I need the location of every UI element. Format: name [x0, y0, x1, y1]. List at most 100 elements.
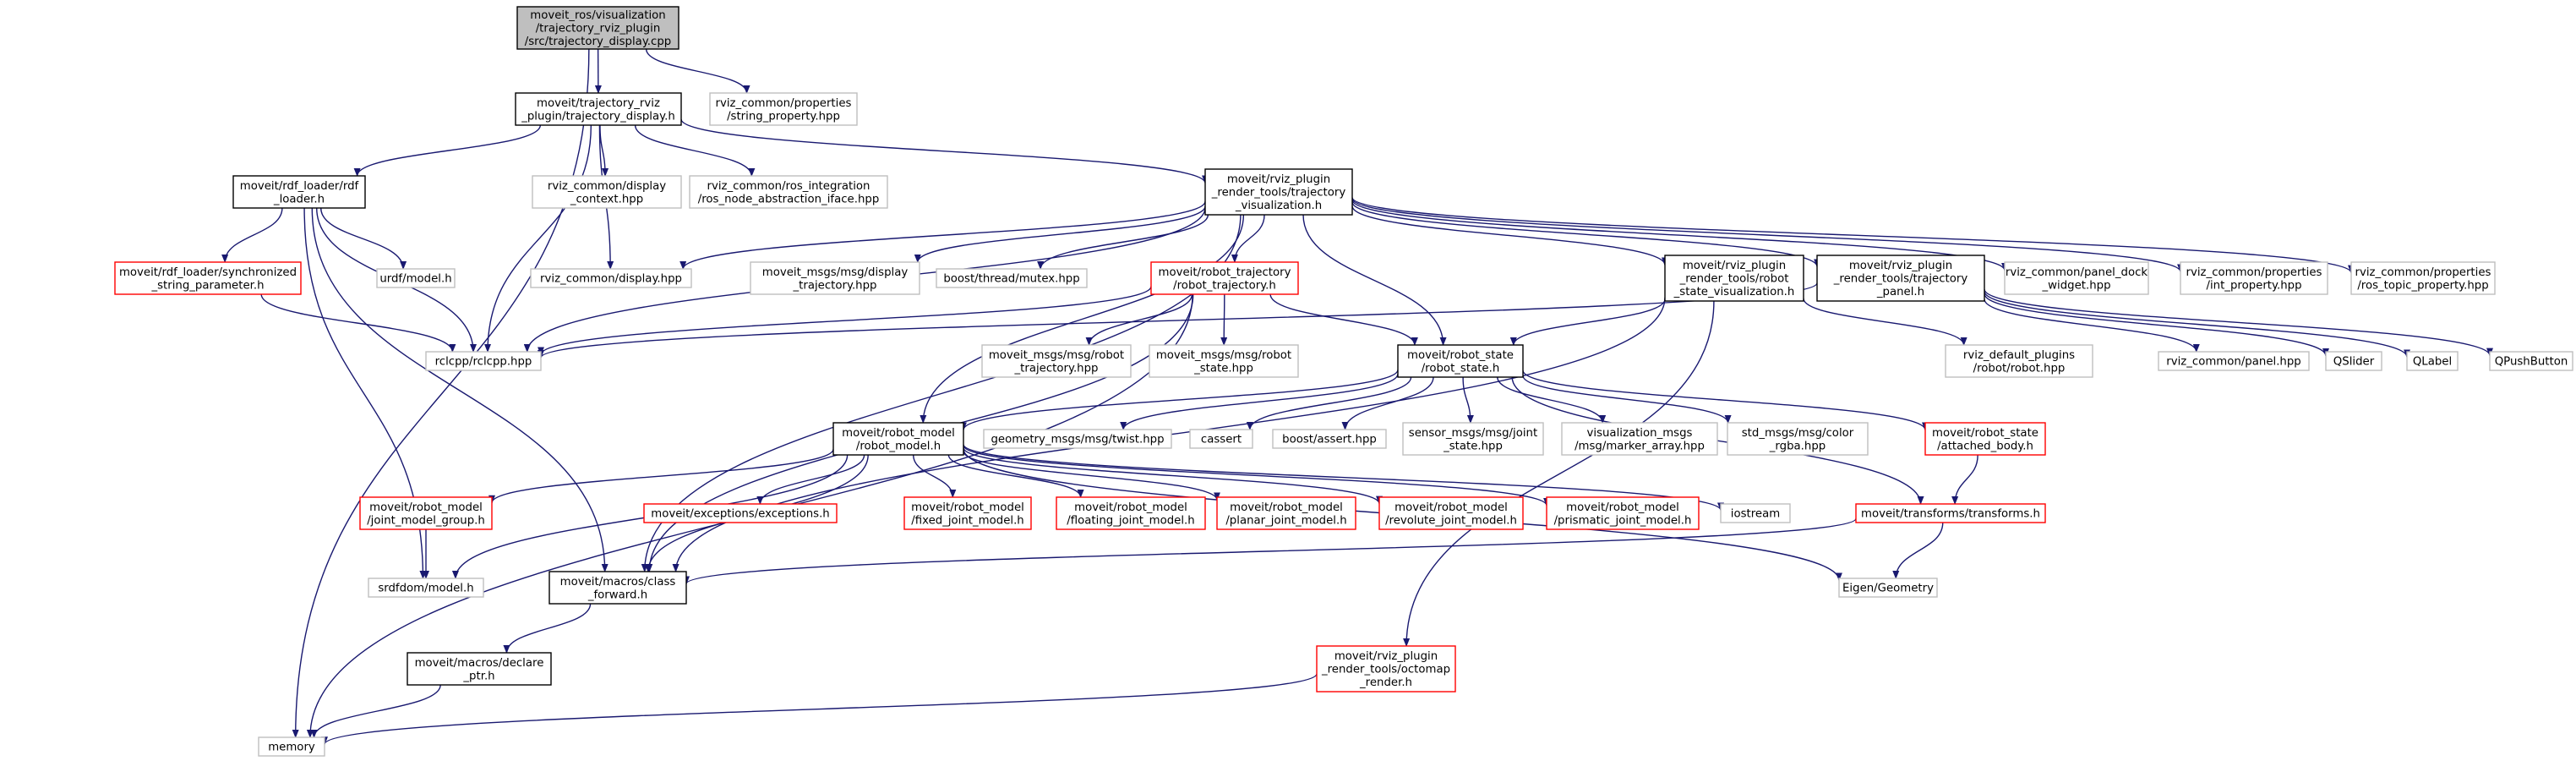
node-floating_joint[interactable]: moveit/robot_model/floating_joint_model.…	[1056, 496, 1206, 530]
edge-robot_trajectory-to-robot_state	[1269, 293, 1418, 346]
node-trajectory_panel[interactable]: moveit/rviz_plugin_render_tools/trajecto…	[1816, 255, 1985, 302]
node-label-line: moveit/robot_model	[1230, 501, 1343, 514]
node-box	[1838, 578, 1938, 598]
node-label-line: sensor_msgs/msg/joint	[1409, 427, 1537, 440]
node-label-line: _ptr.h	[462, 670, 494, 682]
edge-robot_state_visualization-to-robot_state	[1509, 298, 1666, 346]
node-label-line: moveit/trajectory_rviz	[537, 97, 660, 110]
node-display_trajectory: moveit_msgs/msg/display_trajectory.hpp	[750, 261, 920, 295]
edge-robot_state_visualization-to-rviz_default_robot	[1803, 298, 1967, 346]
node-msg_robot_state: moveit_msgs/msg/robot_state.hpp	[1149, 344, 1299, 378]
node-panel_dock: rviz_common/panel_dock_widget.hpp	[2004, 261, 2149, 295]
node-label-line: rviz_common/properties	[716, 97, 852, 110]
node-memory: memory	[258, 736, 325, 757]
node-label-line: geometry_msgs/msg/twist.hpp	[991, 434, 1164, 446]
node-box	[1664, 255, 1804, 302]
edge-trajectory_panel-to-panel_hpp	[1984, 298, 2200, 353]
node-label-line: moveit/rviz_plugin	[1683, 260, 1786, 272]
node-trajectory_display_h[interactable]: moveit/trajectory_rviz_plugin/trajectory…	[515, 92, 682, 126]
node-box	[1056, 496, 1206, 530]
edge-robot_model-to-fixed_joint	[913, 454, 957, 498]
node-octomap_render[interactable]: moveit/rviz_plugin_render_tools/octomap_…	[1316, 645, 1456, 693]
node-robot_model[interactable]: moveit/robot_model/robot_model.h	[832, 422, 964, 456]
node-planar_joint[interactable]: moveit/robot_model/planar_joint_model.h	[1216, 496, 1356, 530]
node-label-line: rclcpp/rclcpp.hpp	[435, 356, 532, 369]
node-boost_mutex: boost/thread/mutex.hpp	[936, 268, 1088, 288]
node-box	[407, 652, 552, 686]
edge-trajectory_visualization-to-display_hpp	[679, 200, 1206, 270]
node-synchronized_string[interactable]: moveit/rdf_loader/synchronized_string_pa…	[114, 261, 302, 295]
node-box	[2180, 261, 2328, 295]
node-robot_state[interactable]: moveit/robot_state/robot_state.h	[1397, 344, 1524, 378]
edge-rdf_loader-to-class_forward	[311, 207, 609, 572]
edge-robot_model-to-planar_joint	[963, 451, 1220, 501]
node-declare_ptr[interactable]: moveit/macros/declare_ptr.h	[407, 652, 552, 686]
node-label-line: moveit/rviz_plugin	[1849, 260, 1952, 272]
node-label-line: /msg/marker_array.hpp	[1575, 440, 1705, 452]
node-box	[1189, 429, 1253, 449]
node-box	[1272, 429, 1387, 449]
node-revolute_joint[interactable]: moveit/robot_model/revolute_joint_model.…	[1378, 496, 1524, 530]
node-box	[425, 351, 542, 371]
node-fixed_joint[interactable]: moveit/robot_model/fixed_joint_model.h	[903, 496, 1032, 530]
edge-trajectory_visualization-to-ros_topic_property	[1351, 197, 2355, 274]
node-label-line: _trajectory.hpp	[793, 279, 877, 292]
node-label-line: moveit/robot_model	[1074, 501, 1187, 514]
node-label-line: _loader.h	[273, 193, 325, 205]
node-box	[643, 503, 838, 523]
edge-trajectory_visualization-to-robot_state_visualization	[1351, 205, 1668, 266]
node-label-line: QSlider	[2333, 356, 2375, 369]
node-trajectory_display_cpp[interactable]: moveit_ros/visualization/trajectory_rviz…	[516, 6, 679, 50]
node-box	[548, 571, 687, 605]
node-transforms[interactable]: moveit/transforms/transforms.h	[1855, 503, 2046, 523]
node-label-line: moveit/rviz_plugin	[1227, 173, 1330, 186]
node-label-line: iostream	[1731, 508, 1780, 521]
edge-trajectory_display_h-to-ros_integration	[634, 124, 756, 177]
node-trajectory_visualization[interactable]: moveit/rviz_plugin_render_tools/trajecto…	[1204, 168, 1353, 216]
node-label-line: _rgba.hpp	[1769, 440, 1826, 452]
node-joint_state: sensor_msgs/msg/joint_state.hpp	[1402, 422, 1544, 456]
node-box	[1397, 344, 1524, 378]
node-box	[750, 261, 920, 295]
node-box	[1924, 422, 2046, 456]
node-rdf_loader[interactable]: moveit/rdf_loader/rdf_loader.h	[232, 175, 366, 209]
node-qlabel: QLabel	[2406, 351, 2459, 371]
node-robot_state_visualization[interactable]: moveit/rviz_plugin_render_tools/robot_st…	[1664, 255, 1804, 302]
node-box	[2406, 351, 2459, 371]
node-eigen_geometry: Eigen/Geometry	[1838, 578, 1938, 598]
node-label-line: moveit/robot_model	[911, 501, 1024, 514]
edge-trajectory_display_h-to-rdf_loader	[353, 124, 542, 177]
node-label-line: urdf/model.h	[379, 273, 451, 286]
node-label-line: _render_tools/robot	[1679, 273, 1789, 286]
edge-robot_model-to-joint_model_group	[488, 448, 834, 504]
edge-robot_state-to-color_rgba	[1522, 375, 1732, 424]
node-prismatic_joint[interactable]: moveit/robot_model/prismatic_joint_model…	[1546, 496, 1700, 530]
node-box	[832, 422, 964, 456]
node-label-line: moveit/robot_model	[1394, 501, 1508, 514]
node-label-line: Eigen/Geometry	[1842, 583, 1934, 595]
node-box	[709, 92, 858, 126]
node-class_forward[interactable]: moveit/macros/class_forward.h	[548, 571, 687, 605]
node-qslider: QSlider	[2325, 351, 2382, 371]
edge-trajectory_visualization-to-int_property	[1351, 198, 2184, 273]
node-box	[1546, 496, 1700, 530]
node-label-line: QLabel	[2413, 356, 2452, 369]
node-label-line: moveit_msgs/msg/robot	[989, 349, 1124, 362]
node-label-line: moveit/robot_model	[842, 427, 955, 440]
node-label-line: /revolute_joint_model.h	[1385, 514, 1517, 527]
edge-trajectory_visualization-to-trajectory_panel	[1351, 201, 1820, 268]
node-label-line: _state.hpp	[1193, 362, 1253, 375]
node-exceptions[interactable]: moveit/exceptions/exceptions.h	[643, 503, 838, 523]
node-joint_model_group[interactable]: moveit/robot_model/joint_model_group.h	[359, 496, 493, 530]
node-box	[114, 261, 302, 295]
node-string_property: rviz_common/properties/string_property.h…	[709, 92, 858, 126]
edge-trajectory_visualization-to-robot_state	[1302, 214, 1447, 346]
node-label-line: QPushButton	[2495, 356, 2568, 369]
node-box	[2004, 261, 2149, 295]
node-robot_trajectory[interactable]: moveit/robot_trajectory/robot_trajectory…	[1150, 261, 1299, 295]
node-attached_body[interactable]: moveit/robot_state/attached_body.h	[1924, 422, 2046, 456]
node-label-line: _trajectory.hpp	[1014, 362, 1099, 375]
node-box	[1378, 496, 1524, 530]
